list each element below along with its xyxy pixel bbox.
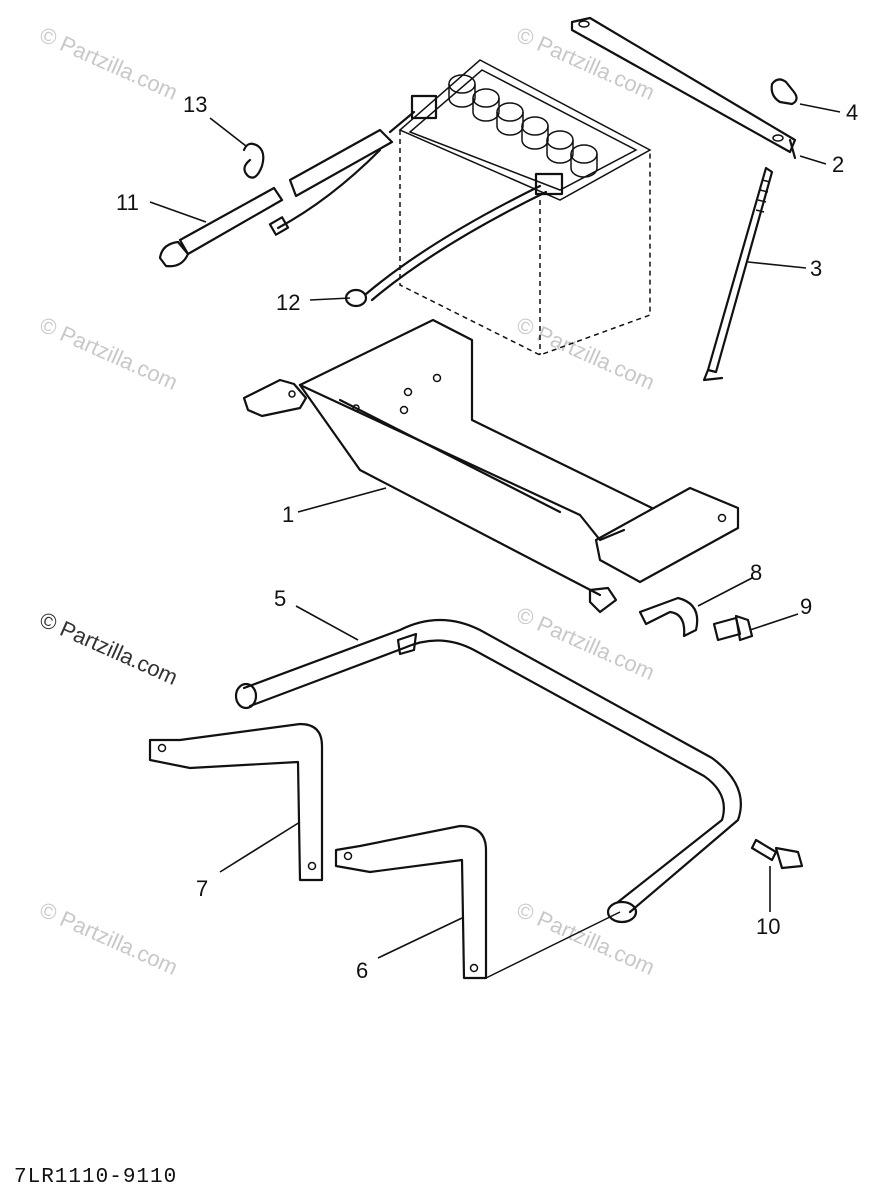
- stay-7-drawing: [148, 722, 324, 882]
- callout-8: 8: [750, 560, 762, 585]
- callout-labels: 13 11 12 4 2 3 1 5 8 9 7 6 10: [116, 92, 858, 983]
- flange-bolt-drawing: [750, 838, 804, 870]
- callout-6: 6: [356, 958, 368, 983]
- watermark: © Partzilla.com: [513, 602, 659, 685]
- callout-2: 2: [832, 152, 844, 177]
- leader-lines: [149, 103, 841, 959]
- cables-drawing: [158, 110, 548, 308]
- watermark: © Partzilla.com: [36, 22, 182, 105]
- callout-11: 11: [116, 190, 139, 215]
- callout-9: 9: [800, 594, 812, 619]
- watermark-layer: © Partzilla.com © Partzilla.com © Partzi…: [36, 22, 659, 980]
- rod-drawing: [702, 166, 774, 382]
- watermark: © Partzilla.com: [36, 607, 182, 690]
- callout-5: 5: [274, 586, 286, 611]
- watermark: © Partzilla.com: [513, 22, 659, 105]
- battery-band-drawing: [570, 16, 798, 160]
- callout-1: 1: [282, 502, 294, 527]
- callout-7: 7: [196, 876, 208, 901]
- watermark: © Partzilla.com: [513, 312, 659, 395]
- diagram-code: 7LR1110-9110: [14, 1166, 177, 1189]
- watermark: © Partzilla.com: [36, 312, 182, 395]
- callout-12: 12: [276, 290, 300, 315]
- battery-box-drawing: [242, 318, 740, 614]
- callout-4: 4: [846, 100, 858, 125]
- battery-drawing: [398, 59, 652, 356]
- stay-6-drawing: [334, 824, 621, 980]
- watermark: © Partzilla.com: [36, 897, 182, 980]
- callout-13: 13: [183, 92, 207, 117]
- clamp-bolt-drawing: [638, 596, 754, 642]
- callout-10: 10: [756, 914, 780, 939]
- watermark: © Partzilla.com: [513, 897, 659, 980]
- support-frame-drawing: [234, 618, 742, 924]
- callout-3: 3: [810, 256, 822, 281]
